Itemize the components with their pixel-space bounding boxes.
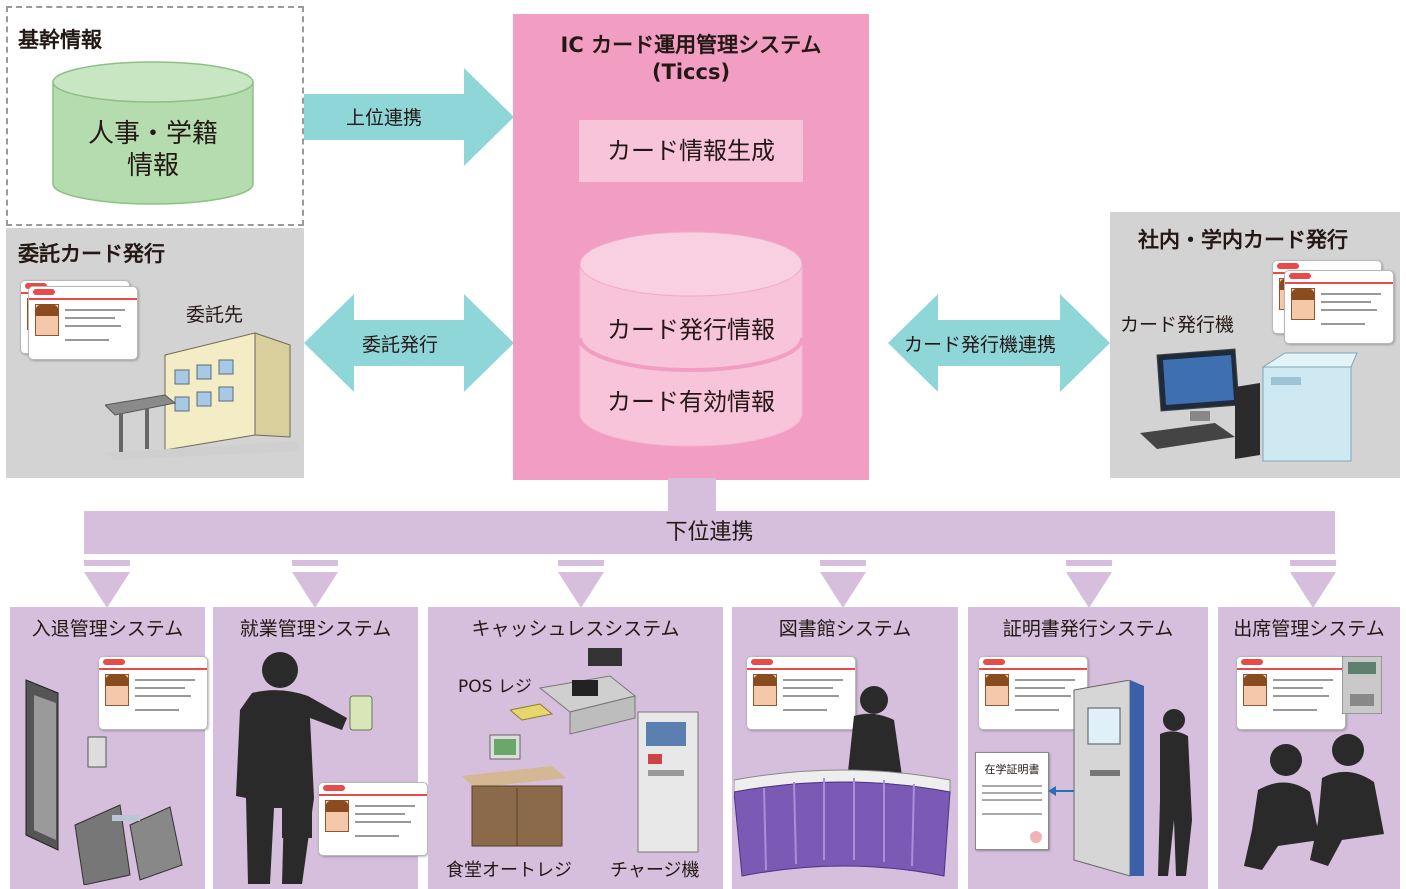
outsourced-issue-title: 委託カード発行 <box>18 242 165 266</box>
subsystem-title: 証明書発行システム <box>1002 618 1174 640</box>
id-card-icon <box>318 782 428 856</box>
downstream-arrow-icon <box>1066 560 1112 608</box>
downstream-bar: 下位連携 <box>84 511 1335 554</box>
downstream-arrow-icon <box>820 560 866 608</box>
pc-and-printer-icon <box>1140 348 1358 462</box>
downstream-arrow-icon <box>558 560 604 608</box>
students-silhouette-icon <box>1244 734 1384 870</box>
db-label-line1: 人事・学籍 <box>87 119 218 149</box>
db-label-line2: 情報 <box>126 151 179 181</box>
library-counter-icon <box>734 686 951 877</box>
subsystem-title: 図書館システム <box>778 618 912 640</box>
downstream-arrow-icon <box>1290 560 1336 608</box>
charge-machine-icon <box>637 711 699 853</box>
arrow-left-icon <box>1048 786 1076 796</box>
upstream-label: 上位連携 <box>346 107 423 129</box>
certificate-document: 在学証明書 <box>975 752 1049 850</box>
cafeteria-register-icon <box>462 734 566 847</box>
subsystem-title: 就業管理システム <box>239 618 392 640</box>
downstream-label: 下位連携 <box>665 520 754 545</box>
downstream-connector <box>668 478 716 512</box>
certificate-title: 在学証明書 <box>984 763 1040 776</box>
ticcs-database-icon <box>579 231 803 447</box>
core-info-title: 基幹情報 <box>18 28 102 52</box>
subsystem-attendance <box>1218 607 1400 889</box>
outsource-label: 委託発行 <box>362 334 439 356</box>
printer-link-label: カード発行機連携 <box>904 334 1057 356</box>
card-reader-icon <box>1342 656 1382 714</box>
contractor-label: 委託先 <box>186 304 244 326</box>
subsystem-title: 入退管理システム <box>31 618 184 640</box>
id-card-icon <box>746 656 856 730</box>
card-valid-info-label: カード有効情報 <box>607 388 775 416</box>
core-info-db-label: 人事・学籍 情報 <box>50 118 256 182</box>
pos-register-label: POS レジ <box>458 677 532 697</box>
subsystem-title: キャッシュレスシステム <box>471 618 680 640</box>
certificate-kiosk-icon <box>1073 680 1192 877</box>
subsystem-title: 出席管理システム <box>1233 618 1385 640</box>
id-card-icon <box>1284 270 1394 344</box>
core-info-database-icon <box>52 61 254 205</box>
inhouse-issue-title: 社内・学内カード発行 <box>1138 228 1348 252</box>
ticcs-title-line2: (Ticcs) <box>651 60 731 84</box>
id-card-icon <box>978 656 1088 730</box>
card-info-generation-box: カード情報生成 <box>579 120 803 182</box>
security-gate-icon <box>25 679 183 885</box>
card-info-generation-label: カード情報生成 <box>607 137 775 165</box>
ticcs-title-line1: IC カード運用管理システム <box>560 33 822 57</box>
downstream-arrow-icon <box>292 560 338 608</box>
id-card-icon <box>1236 656 1346 730</box>
building-icon <box>105 332 300 460</box>
charge-machine-label: チャージ機 <box>610 860 700 881</box>
ticcs-title: IC カード運用管理システム (Ticcs) <box>513 32 869 86</box>
printer-link-arrow <box>888 294 1110 392</box>
card-printer-label: カード発行機 <box>1120 314 1235 336</box>
id-card-icon <box>98 656 208 730</box>
outsource-arrow <box>304 294 514 392</box>
card-issue-info-label: カード発行情報 <box>607 316 775 344</box>
upstream-arrow <box>304 68 514 166</box>
businessman-silhouette-icon <box>236 652 373 884</box>
id-card-icon <box>28 286 138 360</box>
pos-register-icon <box>510 648 637 735</box>
cafeteria-register-label: 食堂オートレジ <box>446 860 572 881</box>
downstream-arrow-icon <box>84 560 130 608</box>
